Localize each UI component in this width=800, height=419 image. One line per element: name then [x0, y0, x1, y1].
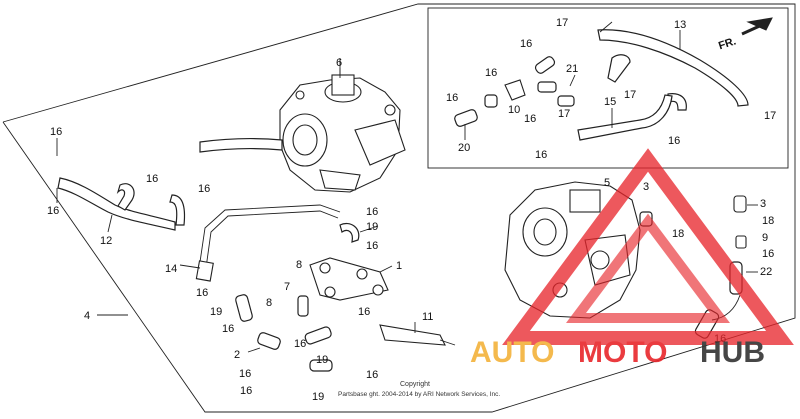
label-16: 16: [50, 126, 62, 138]
label-16: 16: [762, 248, 774, 260]
label-16: 16: [240, 385, 252, 397]
label-19: 19: [210, 306, 222, 318]
copyright-line-1: Copyright: [400, 381, 430, 388]
label-8: 8: [266, 297, 272, 309]
label-1: 1: [396, 260, 402, 272]
label-22: 22: [760, 266, 772, 278]
part-1: [309, 257, 389, 301]
breather-hose: [199, 138, 283, 153]
label-16: 16: [146, 173, 158, 185]
label-16: 16: [446, 92, 458, 104]
label-3: 3: [760, 198, 766, 210]
label-16: 16: [668, 135, 680, 147]
label-3: 3: [643, 181, 649, 193]
label-16: 16: [47, 205, 59, 217]
label-4: 4: [84, 310, 90, 322]
watermark-auto: AUTO: [470, 336, 554, 369]
label-16: 16: [222, 323, 234, 335]
label-11: 11: [422, 311, 433, 323]
hose-13: [597, 29, 749, 107]
label-16: 16: [196, 287, 208, 299]
label-13: 13: [674, 19, 686, 31]
label-15: 15: [604, 96, 616, 108]
label-18: 18: [672, 228, 684, 240]
label-17: 17: [764, 110, 776, 122]
hose-12: [57, 177, 176, 231]
label-16: 16: [535, 149, 547, 161]
copyright-line-2: Partsbase ght. 2004-2014 by ARI Network …: [338, 391, 500, 398]
label-16: 16: [366, 240, 378, 252]
label-14: 14: [165, 263, 177, 275]
label-6: 6: [336, 57, 342, 69]
hose-14: [199, 204, 341, 263]
label-5: 5: [604, 177, 610, 189]
label-18: 18: [762, 215, 774, 227]
part-number-labels: 4 6 16 16 16 16 12 16 19 16 14 16 1 8 19…: [47, 17, 776, 403]
label-21: 21: [566, 63, 578, 75]
leader-lines: [56, 21, 758, 353]
label-2: 2: [234, 349, 240, 361]
label-17: 17: [624, 89, 636, 101]
label-16: 16: [524, 113, 536, 125]
hose-15: [577, 94, 673, 141]
label-16: 16: [366, 206, 378, 218]
label-16: 16: [294, 338, 306, 350]
front-direction-arrow: FR.: [717, 17, 773, 52]
label-16: 16: [198, 183, 210, 195]
label-9: 9: [762, 232, 768, 244]
carburetor-upper: [279, 58, 406, 193]
label-7: 7: [284, 281, 290, 293]
label-17: 17: [558, 108, 570, 120]
label-12: 12: [100, 235, 112, 247]
inset-box: [427, 7, 789, 169]
label-17: 17: [556, 17, 568, 29]
label-10: 10: [508, 104, 520, 116]
watermark-hub: HUB: [700, 336, 765, 369]
label-19: 19: [366, 221, 378, 233]
label-16: 16: [520, 38, 532, 50]
assembly-outline: [2, 3, 796, 413]
label-8: 8: [296, 259, 302, 271]
watermark-moto: MOTO: [578, 336, 667, 369]
label-19: 19: [316, 354, 328, 366]
label-16: 16: [358, 306, 370, 318]
label-20: 20: [458, 142, 470, 154]
label-16: 16: [485, 67, 497, 79]
label-19: 19: [312, 391, 324, 403]
label-16: 16: [366, 369, 378, 381]
direction-label: FR.: [717, 35, 738, 52]
label-16: 16: [239, 368, 251, 380]
watermark-logo: AUTO MOTO HUB: [470, 148, 794, 369]
